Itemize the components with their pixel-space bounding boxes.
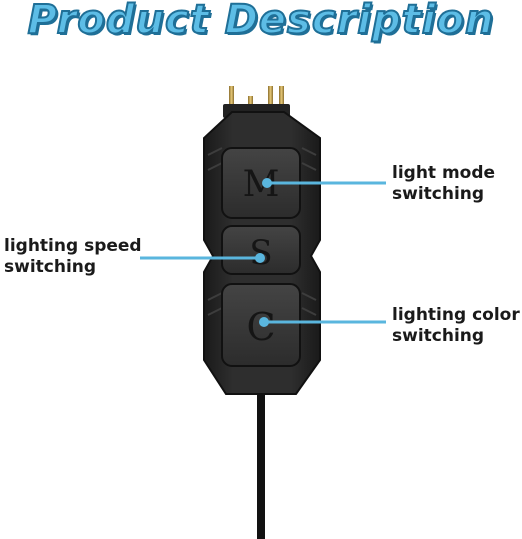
speed-button[interactable]: S <box>221 225 301 275</box>
callout-dot-speed <box>255 253 265 263</box>
label-light-mode-switching: light mode switching <box>392 163 495 205</box>
callout-lines <box>140 178 386 327</box>
speed-button-letter: S <box>249 233 272 273</box>
label-color-line-2: switching <box>392 326 485 346</box>
label-mode-line-1: light mode <box>392 163 496 183</box>
page-title: Product Description <box>27 0 495 43</box>
color-button-letter: C <box>246 305 275 349</box>
label-lighting-speed-switching: lighting speed switching <box>4 236 142 278</box>
label-color-line-1: lighting color <box>392 305 520 325</box>
label-lighting-color-switching: lighting color switching <box>392 305 520 347</box>
grip-ridges <box>207 147 317 316</box>
label-mode-line-2: switching <box>392 184 485 204</box>
label-speed-line-2: switching <box>4 257 97 277</box>
label-speed-line-1: lighting speed <box>4 236 142 256</box>
callout-dot-color <box>259 317 269 327</box>
callout-dot-mode <box>262 178 272 188</box>
